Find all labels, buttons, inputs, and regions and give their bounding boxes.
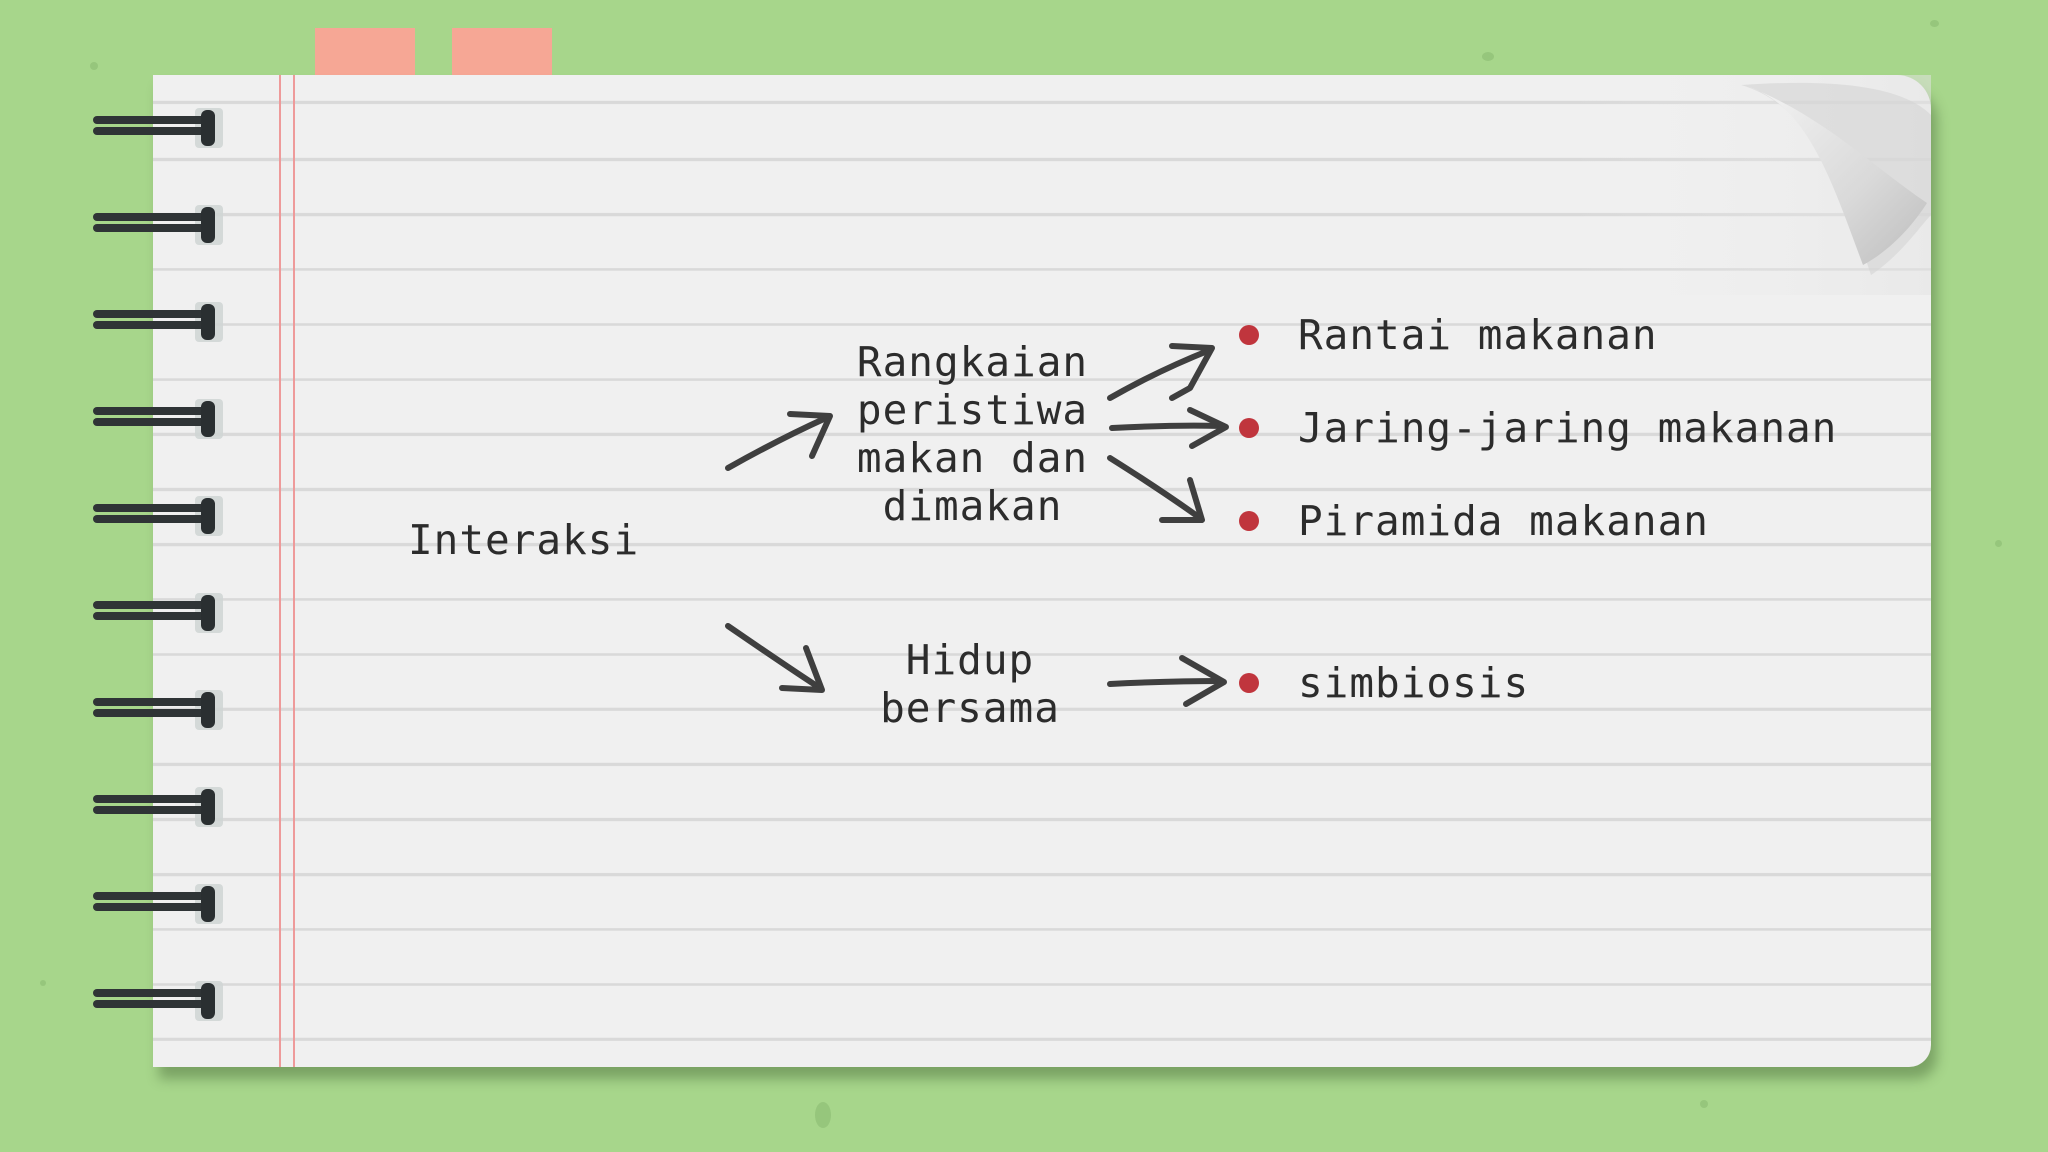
leaf-simbiosis: simbiosis (1298, 659, 1530, 707)
bullet-icon (1239, 673, 1259, 693)
leaf-jaring-jaring-makanan: Jaring-jaring makanan (1298, 404, 1838, 452)
background-speck (90, 62, 98, 70)
bullet-icon (1239, 511, 1259, 531)
branch-2-line: bersama (880, 684, 1060, 732)
branch-2-line: Hidup (905, 636, 1035, 684)
branch-1-label: Rangkaian peristiwa makan dan dimakan (840, 338, 1105, 530)
sticky-tab-2 (452, 28, 552, 78)
spiral-ring (93, 205, 223, 245)
branch-1-line: dimakan (882, 482, 1063, 530)
branch-1-line: Rangkaian (856, 338, 1089, 386)
background-speck (1930, 20, 1939, 27)
spiral-ring (93, 981, 223, 1021)
spiral-ring (93, 690, 223, 730)
spiral-ring (93, 496, 223, 536)
background-speck (1995, 540, 2002, 547)
spiral-ring (93, 884, 223, 924)
margin-line (279, 75, 281, 1067)
margin-line (293, 75, 295, 1067)
leaf-rantai-makanan: Rantai makanan (1298, 311, 1658, 359)
branch-1-line: makan dan (856, 434, 1089, 482)
page-curl-icon (1571, 75, 1931, 295)
branch-1-line: peristiwa (856, 386, 1089, 434)
background-speck (40, 980, 46, 986)
branch-2-label: Hidup bersama (840, 636, 1100, 732)
spiral-ring (93, 108, 223, 148)
background-speck (1482, 52, 1494, 61)
notebook-page (153, 75, 1931, 1067)
spiral-ring (93, 399, 223, 439)
leaf-piramida-makanan: Piramida makanan (1298, 497, 1709, 545)
spiral-ring (93, 787, 223, 827)
background-speck (815, 1102, 831, 1128)
background-speck (1700, 1100, 1708, 1108)
spiral-ring (93, 593, 223, 633)
spiral-ring (93, 302, 223, 342)
bullet-icon (1239, 325, 1259, 345)
root-node-label: Interaksi (408, 516, 640, 564)
bullet-icon (1239, 418, 1259, 438)
sticky-tab-1 (315, 28, 415, 78)
